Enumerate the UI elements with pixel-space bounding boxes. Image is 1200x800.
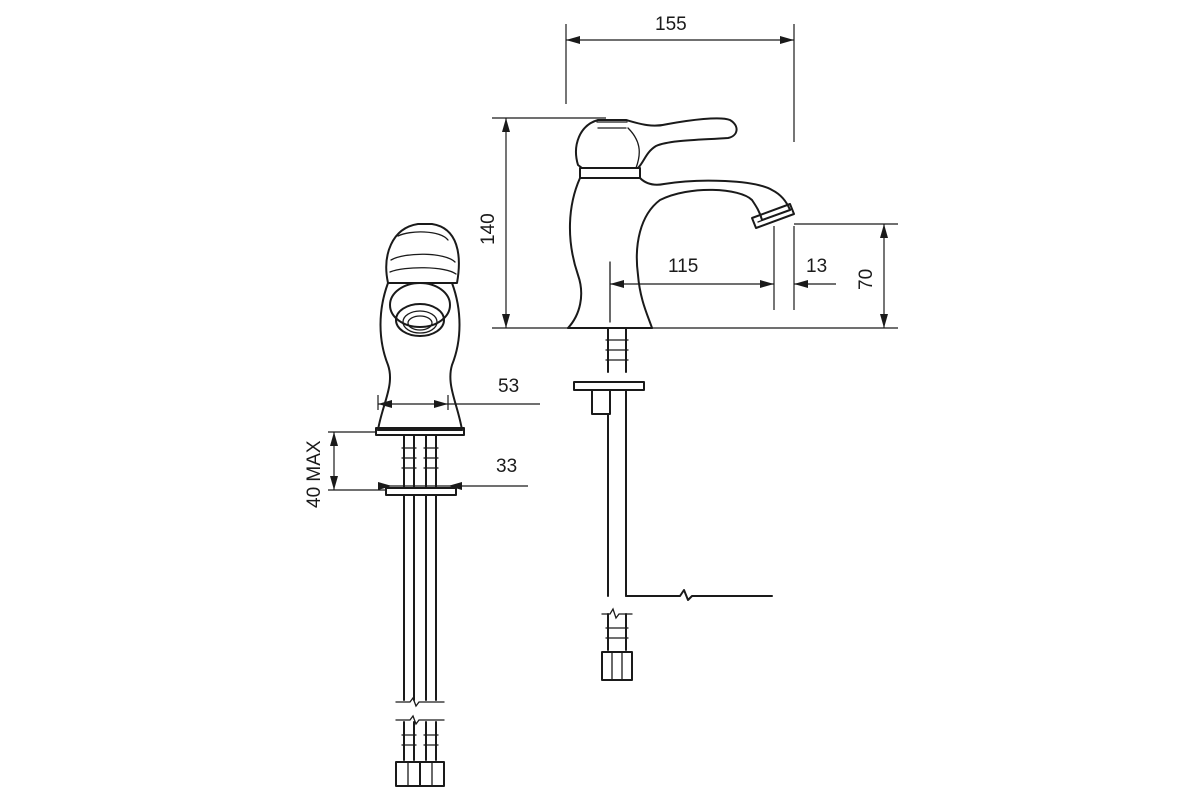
- side-supply-pipe: [573, 327, 773, 681]
- dim-body-width: 53: [377, 376, 540, 410]
- dim-spout-reach: 115: [610, 226, 775, 310]
- dim-label-140: 140: [478, 213, 499, 245]
- dim-spout-outlet: 13: [793, 226, 836, 310]
- side-lever-handle: [575, 117, 738, 169]
- dim-label-155: 155: [655, 14, 687, 35]
- front-handle: [385, 223, 460, 284]
- front-fixing-plate: [385, 487, 457, 496]
- dim-label-115: 115: [668, 256, 698, 277]
- front-view: 53 33 40 MAX: [304, 223, 540, 787]
- dim-label-53: 53: [498, 376, 519, 397]
- dim-label-70: 70: [856, 269, 877, 290]
- side-body: [567, 177, 791, 329]
- side-view: 155 140 115 13: [478, 14, 898, 681]
- front-aerator: [389, 282, 451, 328]
- dim-label-33: 33: [496, 456, 517, 477]
- dim-label-40-max: 40 MAX: [304, 440, 325, 508]
- front-supply-hoses: [385, 434, 457, 787]
- side-hose-nut: [601, 651, 633, 681]
- dim-label-13: 13: [806, 256, 827, 277]
- dim-height: 140: [478, 117, 606, 329]
- side-spout-aerator: [751, 203, 795, 229]
- side-fixing-plate: [573, 381, 645, 391]
- dim-mount-thickness: 40 MAX: [304, 431, 386, 508]
- dim-spout-height: 70: [652, 223, 898, 329]
- dim-thread-width: 33: [378, 456, 528, 490]
- dim-overall-length: 155: [565, 14, 795, 142]
